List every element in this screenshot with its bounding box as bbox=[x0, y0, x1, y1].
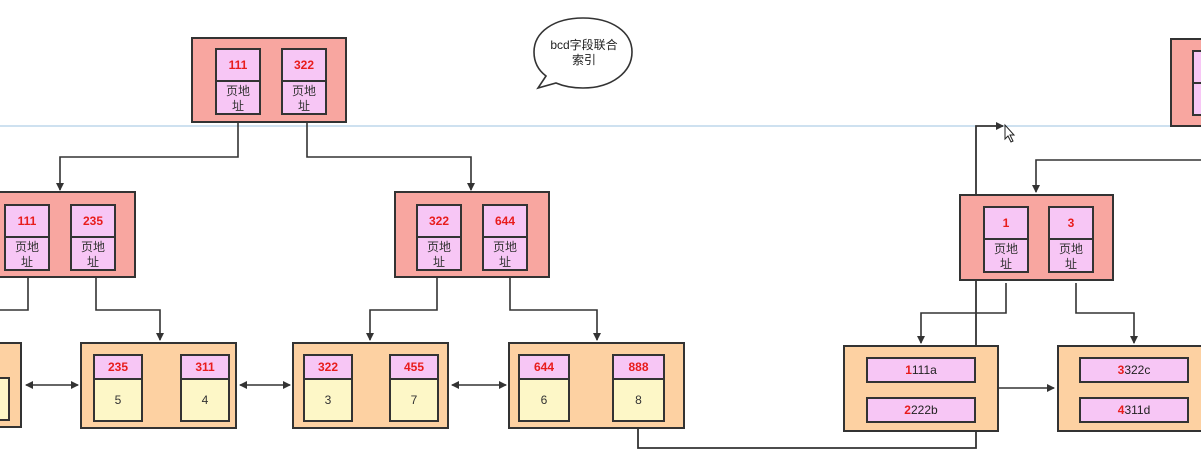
leaf-value: 3 bbox=[303, 378, 353, 422]
record-rest: 322c bbox=[1124, 363, 1151, 377]
mid-node-addr-1: 页地 址 bbox=[416, 236, 462, 271]
root-key-2: 322 bbox=[281, 48, 327, 82]
sec-node-key-2: 3 bbox=[1048, 206, 1094, 240]
speech-bubble bbox=[533, 17, 633, 90]
leaf-key: 888 bbox=[612, 354, 665, 380]
mouse-cursor-icon bbox=[1004, 123, 1016, 143]
sec-node-addr-2: 页地 址 bbox=[1048, 238, 1094, 273]
root-key-1: 111 bbox=[215, 48, 261, 82]
leaf-value: 5 bbox=[93, 378, 143, 422]
leaf-value: 6 bbox=[518, 378, 570, 422]
top-right-key-partial bbox=[1192, 50, 1201, 84]
bubble-line-2: 索引 bbox=[571, 53, 596, 67]
record-rest: 311d bbox=[1124, 403, 1151, 417]
sec-node-key-1: 1 bbox=[983, 206, 1029, 240]
record-rest: 111a bbox=[911, 363, 937, 377]
record-first-char: 2 bbox=[904, 403, 911, 417]
leaf-key: 235 bbox=[93, 354, 143, 380]
mid-node-key-2: 644 bbox=[482, 204, 528, 238]
mid-node-addr-2: 页地 址 bbox=[482, 236, 528, 271]
left-node-addr-1: 页地 址 bbox=[4, 236, 50, 271]
leaf-key: 322 bbox=[303, 354, 353, 380]
top-right-addr-partial bbox=[1192, 82, 1201, 116]
leaf-value: 8 bbox=[612, 378, 665, 422]
record-first-char: 4 bbox=[1117, 403, 1125, 417]
mid-node-key-1: 322 bbox=[416, 204, 462, 238]
leaf-value: 7 bbox=[389, 378, 439, 422]
leaf-value: 4 bbox=[180, 378, 230, 422]
bubble-text: bcd字段联合 索引 bbox=[540, 38, 628, 68]
left-node-addr-2: 页地 址 bbox=[70, 236, 116, 271]
left-node-key-2: 235 bbox=[70, 204, 116, 238]
record-first-char: 1 bbox=[905, 363, 912, 377]
leaf-key: 455 bbox=[389, 354, 439, 380]
root-addr-2: 页地 址 bbox=[281, 80, 327, 115]
leaf-key: 311 bbox=[180, 354, 230, 380]
record-first-char: 3 bbox=[1117, 363, 1125, 377]
root-addr-1: 页地 址 bbox=[215, 80, 261, 115]
leaf-key: 644 bbox=[518, 354, 570, 380]
left-node-key-1: 111 bbox=[4, 204, 50, 238]
leaf-offscreen-value bbox=[0, 377, 10, 421]
record-rest: 222b bbox=[910, 403, 938, 417]
sec-node-addr-1: 页地 址 bbox=[983, 238, 1029, 273]
bubble-line-1: bcd字段联合 bbox=[550, 38, 618, 52]
